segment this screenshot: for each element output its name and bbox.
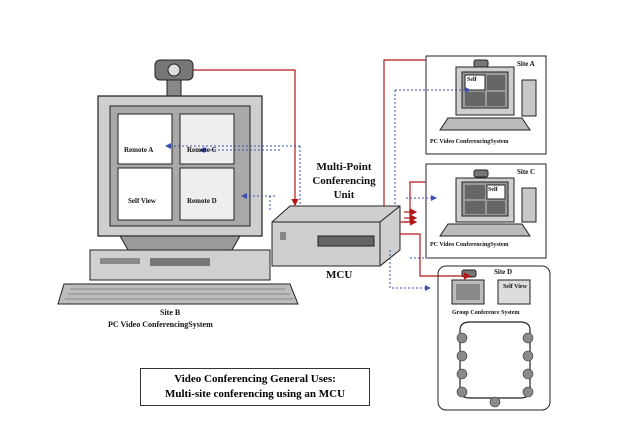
pane-self-view-label: Self View: [128, 197, 156, 205]
mcu-label: MCU: [326, 269, 353, 281]
blue-connections: [165, 87, 471, 291]
mcu-title-line2: Conferencing: [312, 175, 376, 187]
site-c-panel: [425, 163, 547, 259]
site-d-panel: [437, 265, 551, 411]
site-b-system-label: PC Video ConferencingSystem: [108, 320, 213, 329]
caption-box: Video Conferencing General Uses: Multi-s…: [140, 368, 370, 406]
caption-line1: Video Conferencing General Uses:: [174, 373, 336, 385]
pane-self-view: [117, 167, 173, 221]
site-a-camera-icon: [473, 59, 489, 68]
pane-remote-d-label: Remote D: [187, 197, 217, 205]
site-a-name: Site A: [517, 60, 535, 68]
site-c-name: Site C: [517, 168, 536, 176]
mcu-unit: [271, 205, 401, 267]
site-c-screen-label: Self: [488, 187, 498, 193]
site-c-system-label: PC Video ConferencingSystem: [430, 242, 509, 248]
pane-remote-a-label: Remote A: [124, 146, 154, 154]
pane-remote-a: [117, 113, 173, 165]
caption-line2: Multi-site conferencing using an MCU: [164, 388, 346, 400]
pane-remote-c-label: Remote C: [187, 146, 217, 154]
conference-participants: [456, 332, 534, 408]
mcu-title-line1: Multi-Point: [316, 161, 372, 173]
site-a-panel: [425, 55, 547, 155]
red-connections: [193, 59, 472, 280]
mcu-title-line3: Unit: [333, 189, 355, 201]
site-c-camera-icon: [473, 169, 489, 178]
site-a-system-label: PC Video ConferencingSystem: [430, 139, 509, 145]
site-d-system-label: Group Conference System: [452, 310, 520, 316]
site-b-computer: [57, 59, 299, 305]
site-d-name: Site D: [494, 268, 513, 276]
pane-remote-d: [179, 167, 235, 221]
mcu-title: Multi-Point Conferencing Unit: [307, 160, 381, 202]
pane-remote-c: [179, 113, 235, 165]
site-d-self-view-label: Self View: [503, 284, 527, 290]
site-b-label: Site B: [160, 308, 181, 317]
site-a-screen-label: Self: [467, 77, 477, 83]
site-b-camera-icon: [154, 59, 194, 99]
